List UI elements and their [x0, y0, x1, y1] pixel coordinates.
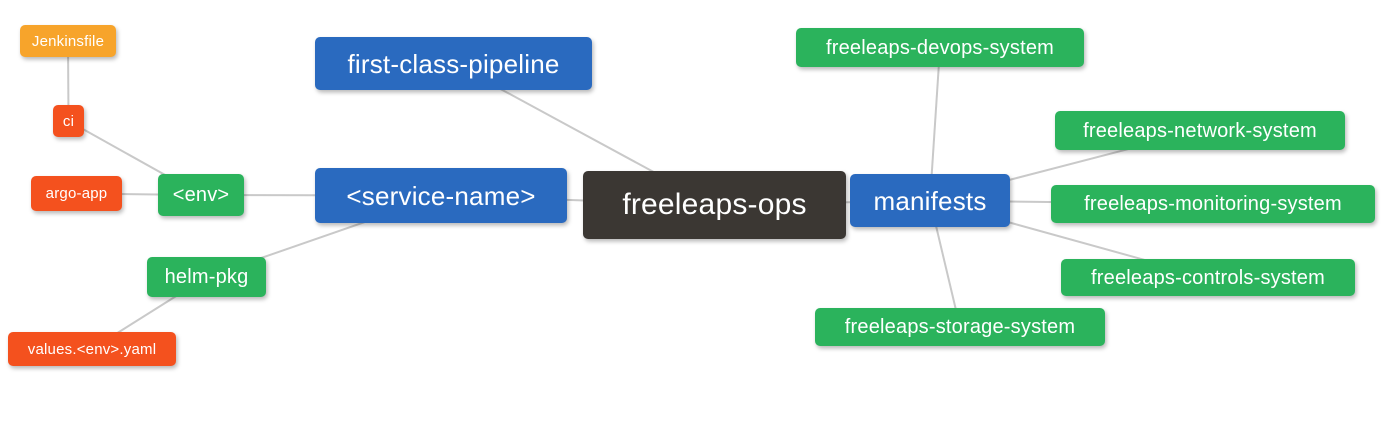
node-manifests[interactable]: manifests: [850, 174, 1010, 227]
node-controls-system[interactable]: freeleaps-controls-system: [1061, 259, 1355, 296]
node-argo-app[interactable]: argo-app: [31, 176, 122, 211]
node-ci[interactable]: ci: [53, 105, 84, 137]
node-helm-pkg[interactable]: helm-pkg: [147, 257, 266, 297]
node-devops-system[interactable]: freeleaps-devops-system: [796, 28, 1084, 67]
node-network-system[interactable]: freeleaps-network-system: [1055, 111, 1345, 150]
node-storage-system[interactable]: freeleaps-storage-system: [815, 308, 1105, 346]
node-values-env-yaml[interactable]: values.<env>.yaml: [8, 332, 176, 366]
node-jenkinsfile[interactable]: Jenkinsfile: [20, 25, 116, 57]
node-env[interactable]: <env>: [158, 174, 244, 216]
node-freeleaps-ops[interactable]: freeleaps-ops: [583, 171, 846, 239]
node-monitoring-system[interactable]: freeleaps-monitoring-system: [1051, 185, 1375, 223]
node-first-class-pipeline[interactable]: first-class-pipeline: [315, 37, 592, 90]
node-service-name[interactable]: <service-name>: [315, 168, 567, 223]
